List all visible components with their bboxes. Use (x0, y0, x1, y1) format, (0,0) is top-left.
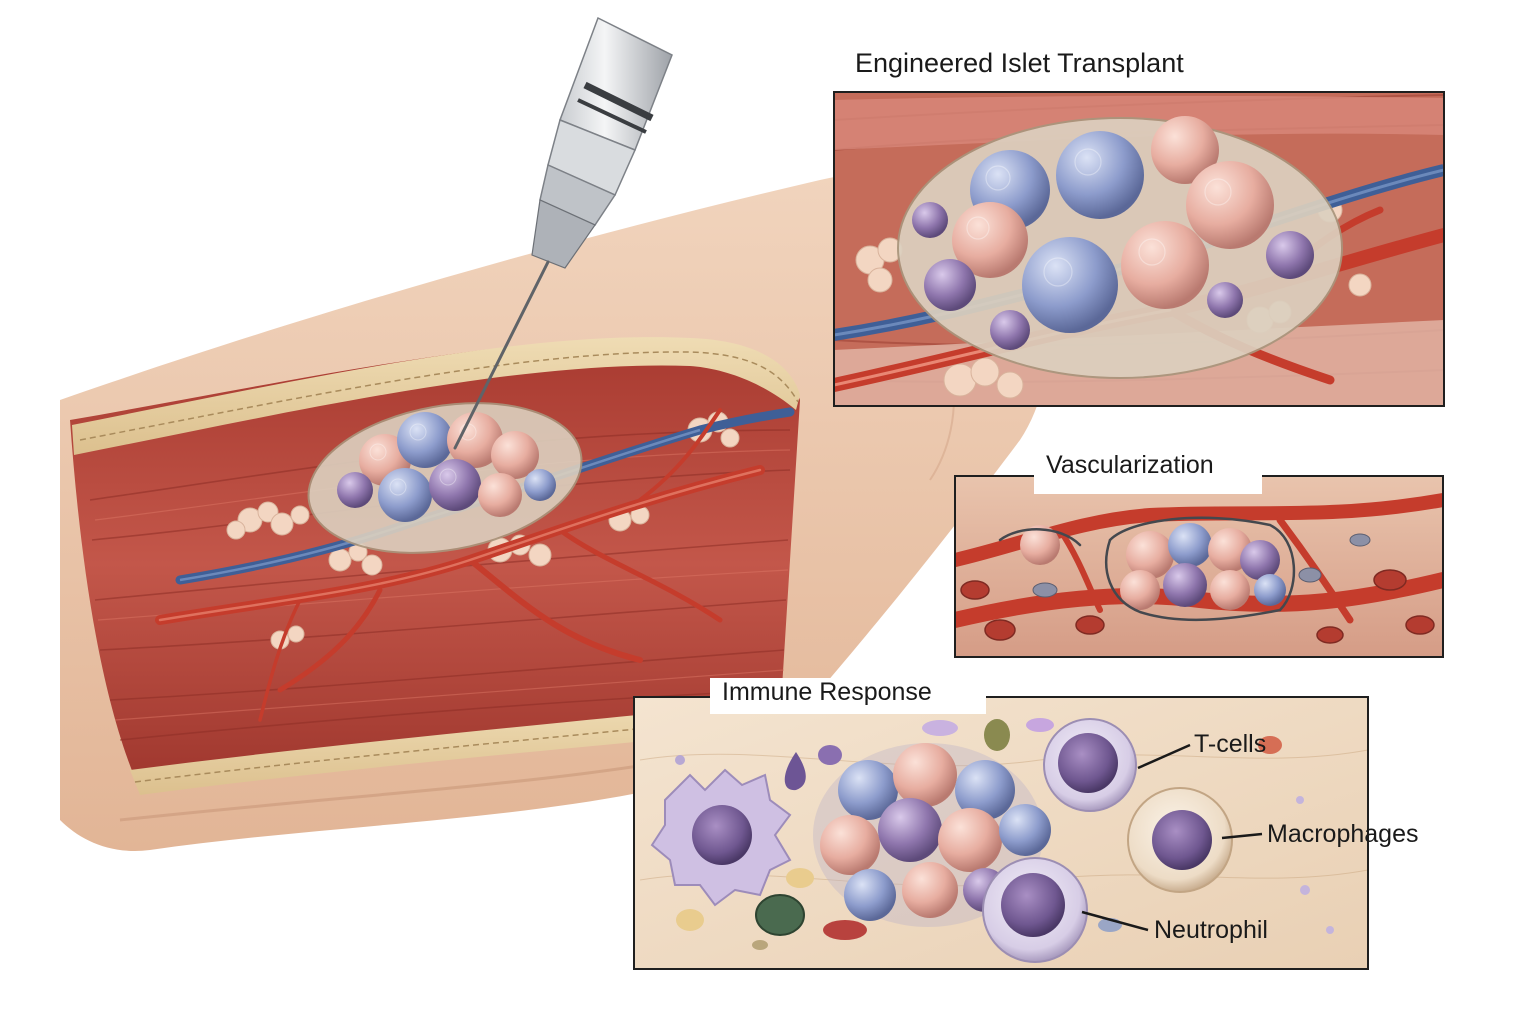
t-cell (1043, 718, 1137, 812)
fascia-layer-top (72, 337, 800, 455)
panel-title-vascularization: Vascularization (1046, 451, 1214, 479)
panel-title-transplant: Engineered Islet Transplant (855, 48, 1184, 78)
neutrophil-callout-line (1081, 910, 1149, 932)
syringe (453, 16, 673, 450)
syringe-needle (453, 260, 550, 450)
dendritic-cell (650, 768, 792, 907)
panel-vascularization: Vascularization (954, 451, 1444, 658)
label-macrophages: Macrophages (1267, 820, 1418, 848)
arm-arteries (155, 408, 765, 722)
panel-immune-response: Immune Response T-cells Macrophages Neut… (633, 678, 1418, 970)
immune-islet-cluster (813, 743, 1051, 927)
panel-engineered-islet-transplant: Engineered Islet Transplant (833, 48, 1445, 407)
neutrophil (982, 857, 1088, 963)
macrophage (1127, 787, 1233, 893)
panel-title-immune: Immune Response (722, 678, 932, 706)
label-neutrophil: Neutrophil (1154, 916, 1268, 944)
implanted-islet-cluster (307, 402, 583, 554)
arm-cross-section (60, 171, 1049, 851)
label-t-cells: T-cells (1194, 730, 1266, 758)
macrophages-callout-line (1221, 832, 1263, 840)
t-cells-callout-line (1137, 743, 1191, 770)
